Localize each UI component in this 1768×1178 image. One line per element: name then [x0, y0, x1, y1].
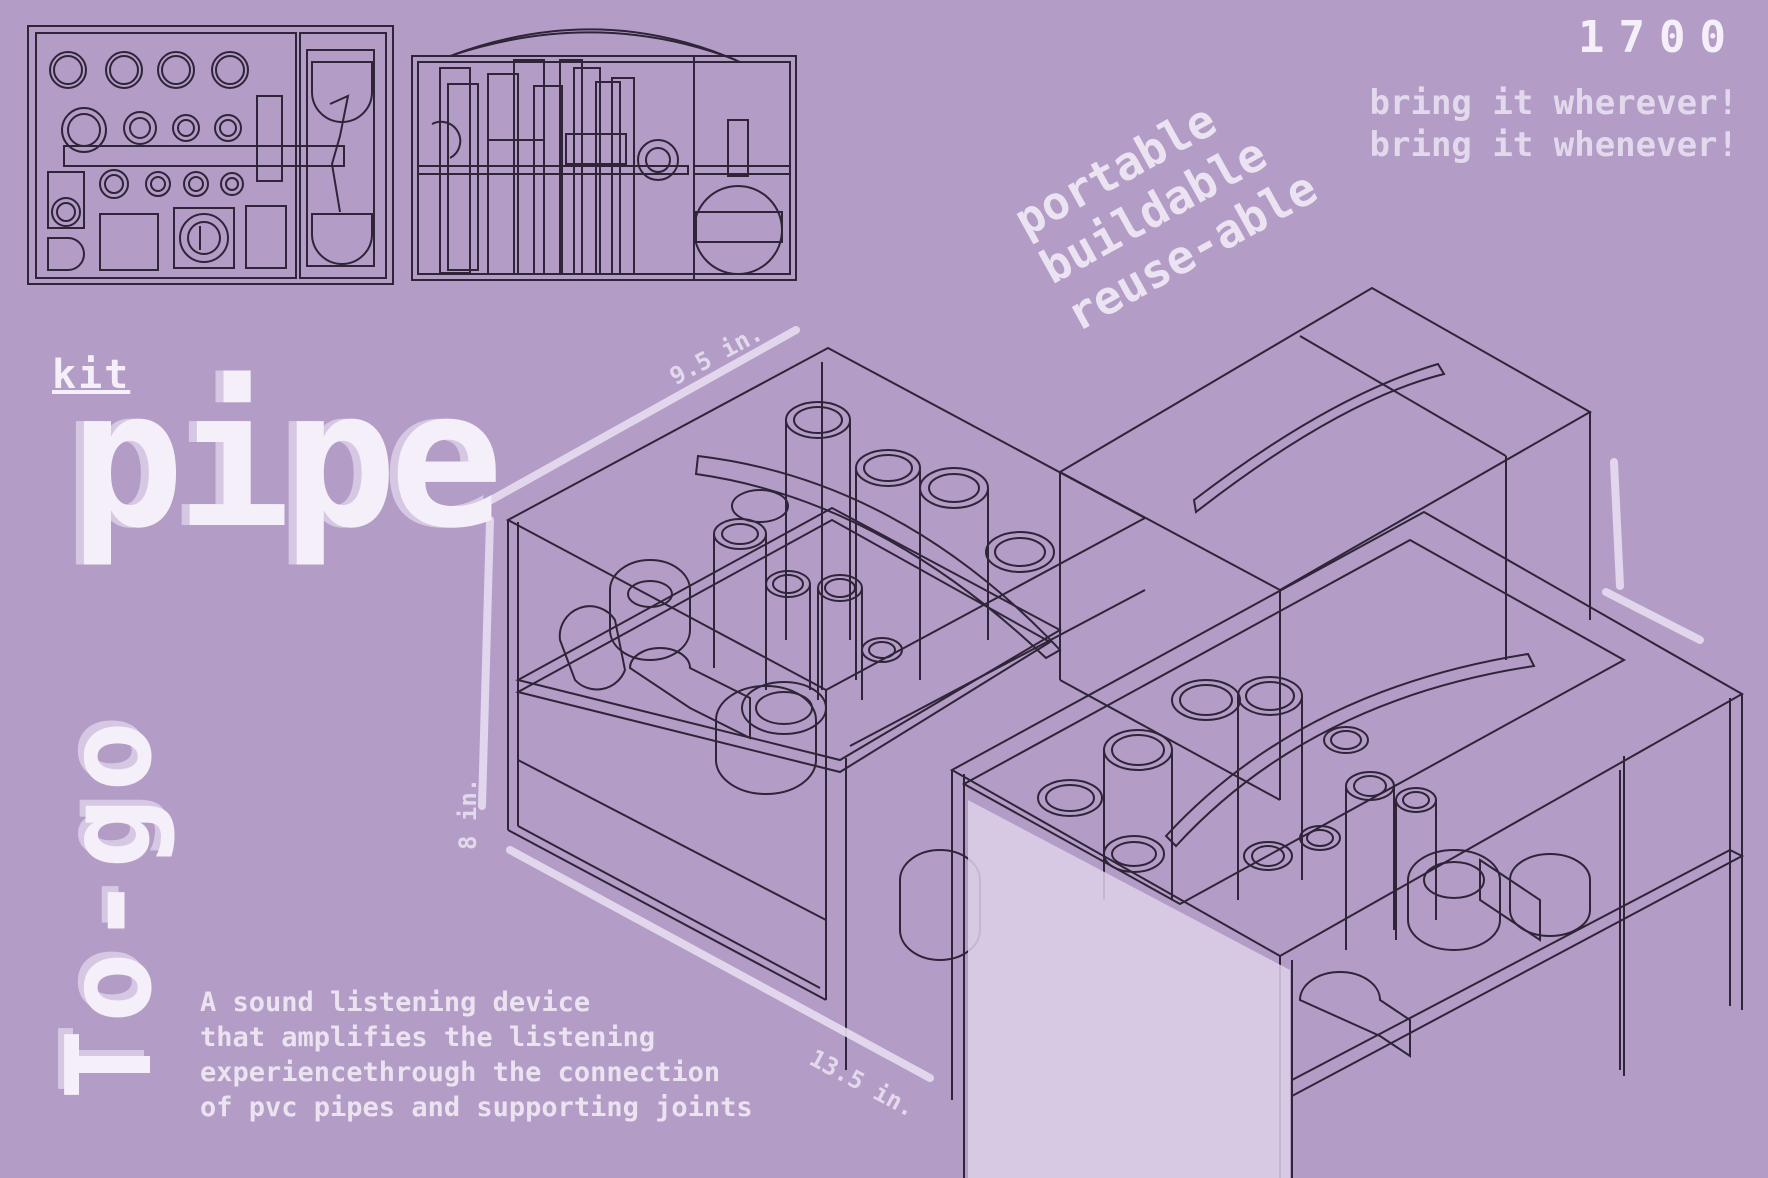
description-line: of pvc pipes and supporting joints [200, 1092, 753, 1123]
elevation-view [411, 28, 797, 281]
box-right-top [1057, 286, 1593, 801]
slogan-line: bring it wherever! [1369, 83, 1738, 123]
description-line: A sound listening device [200, 987, 591, 1018]
description-line: that amplifies the listening [200, 1022, 656, 1053]
box-right-bottom [949, 510, 1745, 1178]
description-line: experiencethrough the connection [200, 1057, 721, 1088]
front-panel-fill [968, 800, 1290, 1178]
title-pipe-text: pipe [70, 349, 504, 570]
description: A sound listening device that amplifies … [200, 985, 753, 1125]
code-number: 1700 [1578, 12, 1740, 63]
title-kit: kit [52, 352, 131, 398]
slogan: bring it wherever! bring it whenever! [1370, 82, 1738, 166]
title-togo: To-go [40, 714, 178, 1100]
dimension-height: 8 in. [454, 777, 482, 850]
chalk-marks [478, 326, 1704, 1082]
slogan-line: bring it whenever! [1369, 125, 1738, 165]
plan-view-left [27, 25, 394, 285]
title-pipe: pipe [70, 365, 504, 555]
